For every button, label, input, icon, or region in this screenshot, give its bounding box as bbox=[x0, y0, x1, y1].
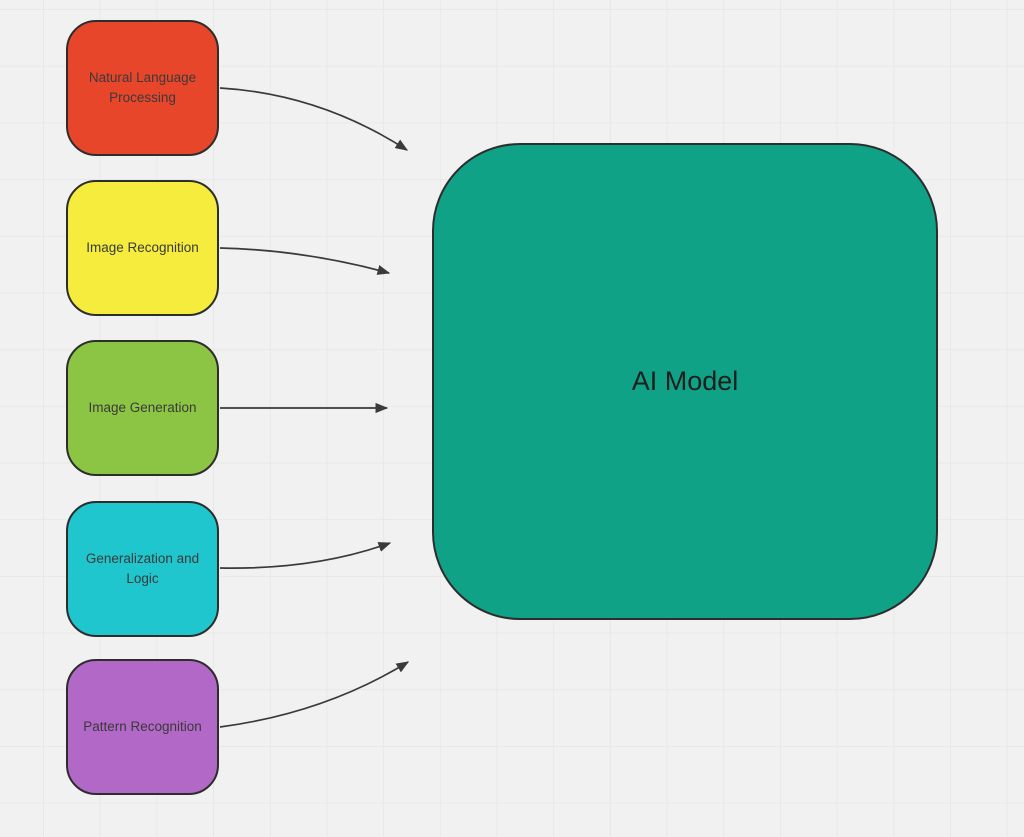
node-ai-model[interactable]: AI Model bbox=[432, 143, 938, 620]
node-image-recognition[interactable]: Image Recognition bbox=[66, 180, 219, 316]
node-natural-language-processing[interactable]: Natural Language Processing bbox=[66, 20, 219, 156]
node-pattern-recognition[interactable]: Pattern Recognition bbox=[66, 659, 219, 795]
node-label: Natural Language Processing bbox=[88, 70, 197, 105]
node-image-generation[interactable]: Image Generation bbox=[66, 340, 219, 476]
connector-pattern-recognition-to-ai-model[interactable] bbox=[219, 661, 410, 728]
node-generalization-and-logic[interactable]: Generalization and Logic bbox=[66, 501, 219, 637]
node-label: Generalization and Logic bbox=[85, 551, 200, 586]
node-label: Image Recognition bbox=[86, 240, 199, 256]
node-label: AI Model bbox=[631, 366, 739, 396]
connector-image-recognition-to-ai-model[interactable] bbox=[219, 247, 391, 275]
connector-nlp-to-ai-model[interactable] bbox=[219, 87, 409, 151]
connector-generalization-to-ai-model[interactable] bbox=[219, 542, 392, 569]
node-label: Image Generation bbox=[88, 400, 197, 416]
node-label: Pattern Recognition bbox=[83, 719, 202, 735]
